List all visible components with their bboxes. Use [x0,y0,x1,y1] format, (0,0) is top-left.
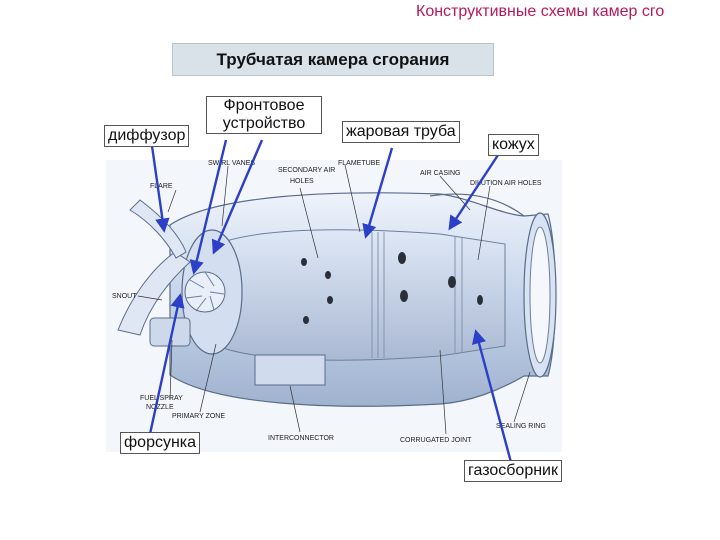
outlet-duct-top [429,193,525,217]
leader-lines [137,164,531,435]
lbl-snout: SNOUT [112,293,137,300]
label-gas-collector: газосборник [464,460,562,482]
arrow-front-device-2 [211,139,264,255]
lbl-interconnector: INTERCONNECTOR [268,435,334,442]
lbl-corrugated-joint: CORRUGATED JOINT [400,437,472,444]
outlet-ring-inner [529,226,551,364]
lbl-swirl-vanes: SWIRL VANES [208,160,255,167]
lbl-fuel-spray-1: FUEL SPRAY [140,395,183,402]
interconnector-shape [254,354,326,386]
arrow-gas-collector [472,329,514,467]
arrow-injector [148,293,185,435]
lbl-flametube: FLAMETUBE [338,160,380,167]
label-casing: кожух [488,134,539,156]
arrow-front-device-1 [189,139,228,275]
pointer-arrows [148,139,514,467]
swirler-hub [184,271,226,313]
label-front-device: Фронтовое устройство [206,96,322,134]
corrugations [371,232,463,358]
label-flame-tube: жаровая труба [342,121,460,143]
lbl-fuel-spray-2: NOZZLE [146,404,174,411]
label-diffuser: диффузор [104,125,190,147]
lbl-sealing-ring: SEALING RING [496,423,546,430]
swirl-vanes-shape [185,271,225,312]
lbl-secondary-air-2: HOLES [290,178,314,185]
lbl-secondary-air-1: SECONDARY AIR [278,167,335,174]
arrow-flame-tube [362,147,394,239]
lbl-air-casing: AIR CASING [420,170,460,177]
air-holes [301,252,483,324]
arrow-diffuser [150,145,170,233]
diagram-title: Трубчатая камера сгорания [172,43,494,76]
lbl-dilution-air-holes: DILUTION AIR HOLES [470,180,542,187]
lbl-flare: FLARE [150,183,173,190]
header-title: Конструктивные схемы камер сго [416,3,665,20]
lbl-primary-zone: PRIMARY ZONE [172,413,225,420]
label-injector: форсунка [120,432,201,454]
arrow-casing [448,151,502,231]
